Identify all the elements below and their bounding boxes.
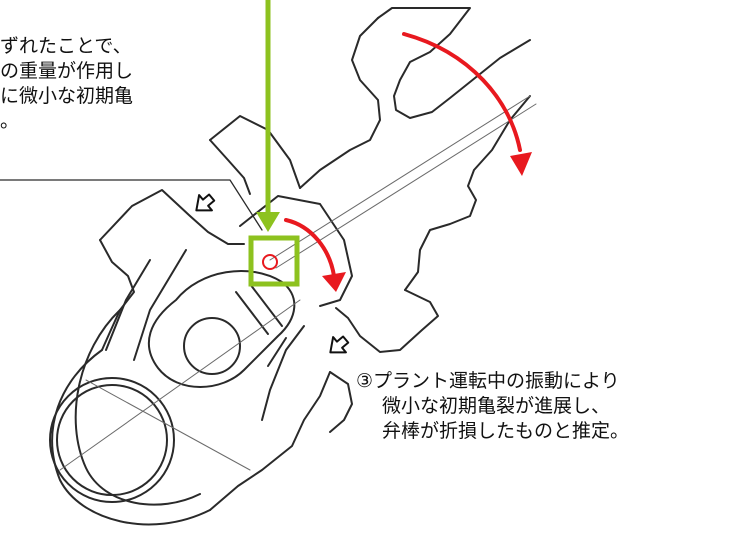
note-top: ずれたことで、 の重量が作用し に微小な初期亀 。	[0, 34, 133, 134]
curved-arrow-head-upper	[510, 152, 532, 176]
note-bottom-line: 微小な初期亀裂が進展し、	[382, 395, 611, 417]
note-top-line: ずれたことで、	[0, 35, 132, 57]
note-bottom-line: 弁棒が折損したものと推定。	[382, 420, 630, 442]
lower-valve-body	[49, 189, 353, 526]
note-top-line: 。	[0, 110, 20, 132]
valve-disc	[148, 270, 296, 388]
highlight-box-icon	[248, 235, 300, 287]
disc-hole	[183, 317, 241, 375]
note-top-line: の重量が作用し	[0, 60, 134, 82]
disc-housing	[239, 195, 353, 307]
curved-arrow-head-lower	[322, 272, 346, 292]
note-top-line: に微小な初期亀	[0, 85, 134, 107]
note-bottom: ③プラント運転中の振動により 微小な初期亀裂が進展し、 弁棒が折損したものと推定…	[356, 369, 629, 444]
leader-line	[0, 179, 263, 231]
hollow-arrow-icon	[195, 193, 350, 354]
upper-pipe-body	[209, 7, 531, 353]
green-pointer-arrow	[256, 0, 280, 232]
valve-port-large	[49, 377, 175, 503]
curved-arrow-icon	[284, 32, 522, 278]
note-bottom-line: ③プラント運転中の振動により	[356, 370, 620, 392]
crack-origin-marker	[262, 254, 278, 270]
